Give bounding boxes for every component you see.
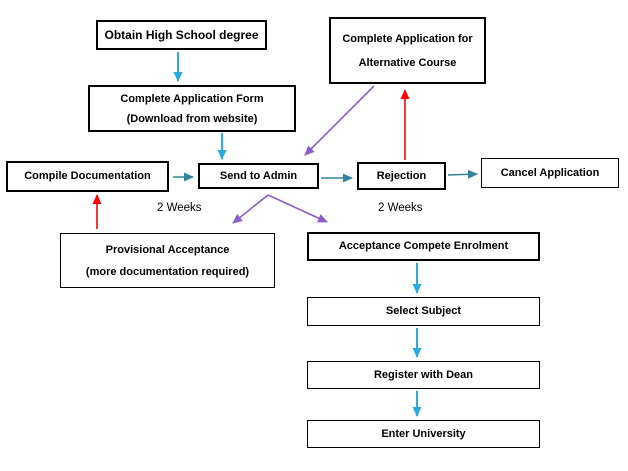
arrow-reject-to-cancel [447, 169, 478, 179]
teal-arrows [173, 169, 478, 183]
node-label-line1: Complete Application Form [120, 92, 264, 105]
arrow-alt-to-admin [304, 85, 375, 156]
node-register-with-dean: Register with Dean [307, 361, 540, 389]
wait-label-right: 2 Weeks [378, 202, 423, 214]
node-label: Register with Dean [373, 368, 474, 381]
node-provisional-acceptance: Provisional Acceptance (more documentati… [60, 233, 275, 288]
node-acceptance-compete-enrolment: Acceptance Compete Enrolment [307, 232, 540, 261]
node-label: Obtain High School degree [104, 28, 259, 42]
node-obtain-high-school-degree: Obtain High School degree [96, 20, 267, 50]
red-arrows [92, 89, 410, 229]
node-label: Enter University [381, 427, 466, 440]
node-label: Acceptance Compete Enrolment [338, 240, 509, 253]
node-label-line1: Complete Application for [342, 32, 473, 45]
node-label-line2: (Download from website) [126, 112, 258, 125]
purple-arrows [232, 85, 375, 224]
cyan-arrows [173, 52, 422, 417]
wait-label-left: 2 Weeks [157, 202, 202, 214]
node-enter-university: Enter University [307, 420, 540, 448]
arrow-admin-to-prov [232, 194, 269, 224]
node-label: Select Subject [385, 305, 462, 318]
node-cancel-application: Cancel Application [481, 158, 619, 188]
node-send-to-admin: Send to Admin [198, 163, 319, 189]
node-compile-documentation: Compile Documentation [6, 161, 169, 192]
node-label: Cancel Application [500, 166, 600, 179]
node-label: Rejection [376, 169, 427, 182]
node-complete-application-alternative-course: Complete Application for Alternative Cou… [329, 17, 486, 84]
node-select-subject: Select Subject [307, 297, 540, 326]
arrow-admin-to-accept [267, 194, 328, 223]
node-label-line1: Provisional Acceptance [105, 243, 230, 256]
node-complete-application-form: Complete Application Form (Download from… [88, 85, 296, 132]
node-label: Send to Admin [219, 169, 298, 182]
node-rejection: Rejection [357, 162, 446, 190]
node-label-line2: (more documentation required) [85, 265, 250, 278]
node-label-line2: Alternative Course [358, 56, 457, 69]
node-label: Compile Documentation [24, 170, 151, 183]
